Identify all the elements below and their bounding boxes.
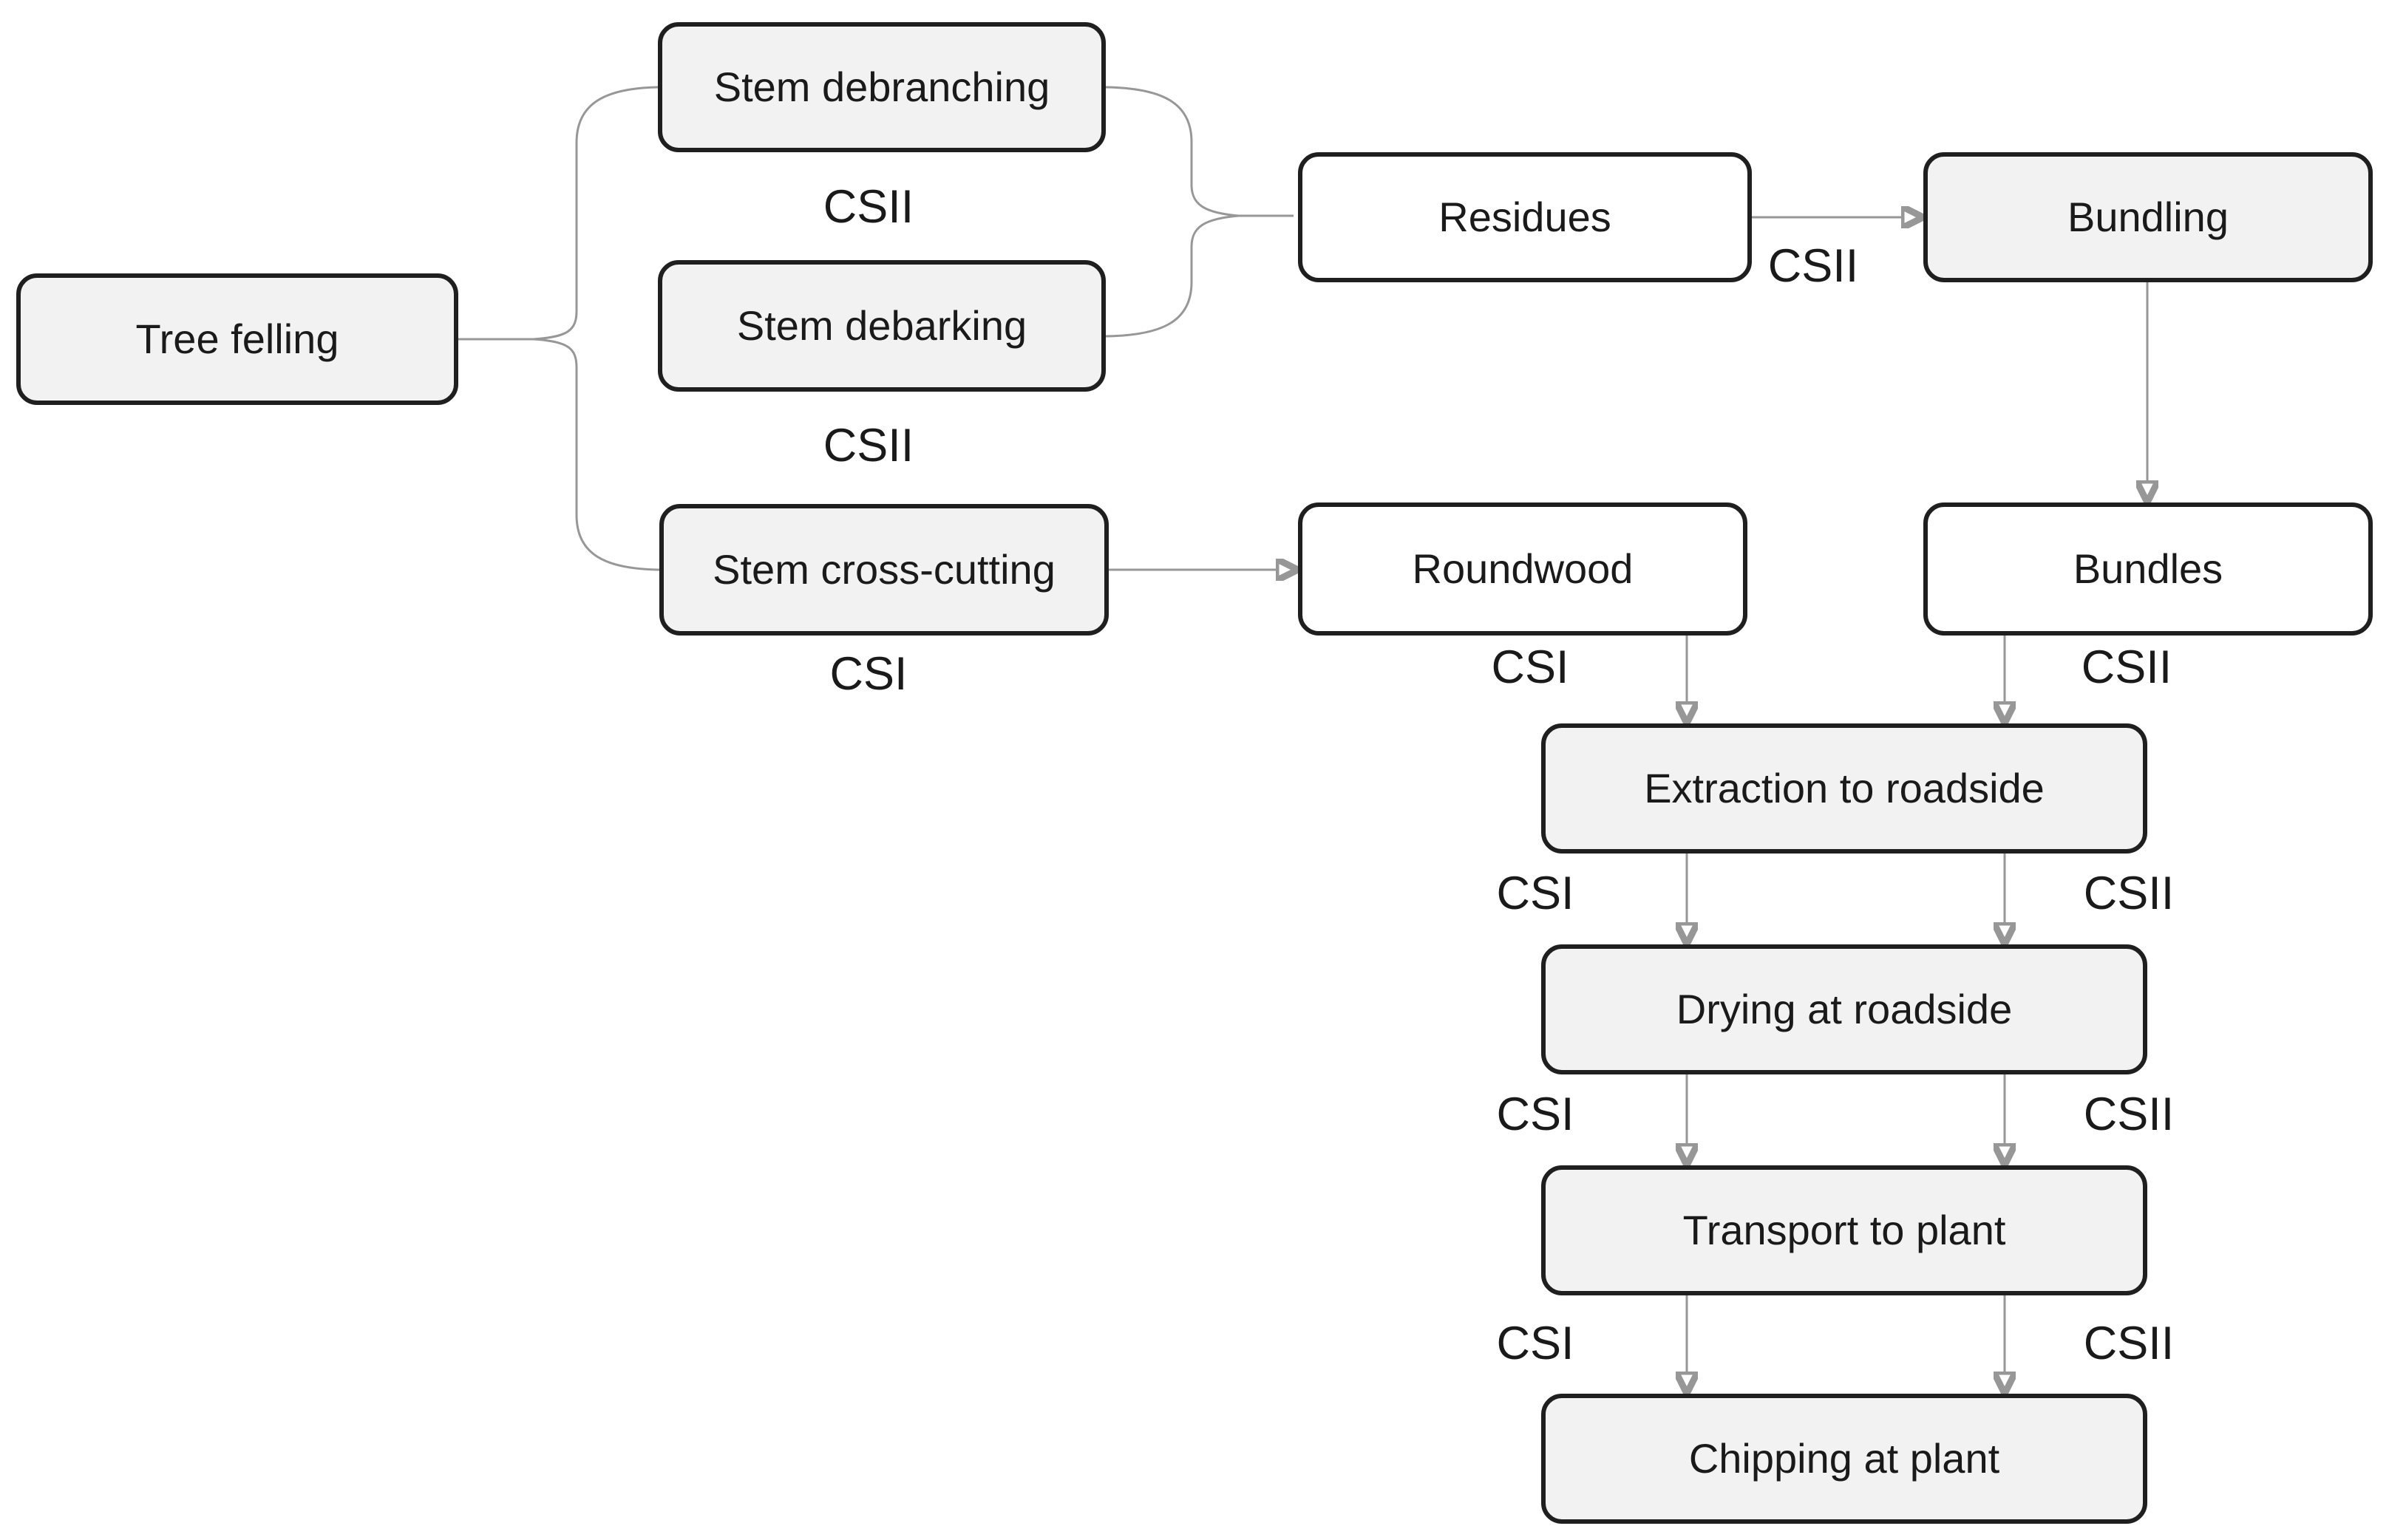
connector-debarking-to-residues-merge bbox=[1105, 214, 1240, 338]
label-transport-to-chipping-right: CSII bbox=[2083, 1318, 2175, 1369]
label-extraction-to-drying-right: CSII bbox=[2083, 868, 2175, 919]
node-residues-label: Residues bbox=[1438, 193, 1611, 240]
node-transport-to-plant: Transport to plant bbox=[1541, 1165, 2147, 1295]
node-tree-felling-label: Tree felling bbox=[135, 315, 339, 362]
label-below-stem-cross-cutting: CSI bbox=[829, 648, 908, 700]
node-stem-cross-cutting-label: Stem cross-cutting bbox=[713, 545, 1056, 593]
node-bundles-label: Bundles bbox=[2073, 545, 2223, 592]
node-stem-cross-cutting: Stem cross-cutting bbox=[659, 504, 1109, 636]
label-drying-to-transport-left: CSI bbox=[1496, 1088, 1574, 1140]
node-drying-at-roadside-label: Drying at roadside bbox=[1676, 985, 2013, 1032]
label-below-roundwood: CSI bbox=[1491, 641, 1569, 693]
label-below-stem-debarking: CSII bbox=[823, 420, 914, 471]
node-chipping-at-plant-label: Chipping at plant bbox=[1688, 1434, 2000, 1482]
connector-debranching-to-residues-merge bbox=[1105, 86, 1294, 217]
label-below-stem-debranching: CSII bbox=[823, 181, 914, 233]
node-extraction-to-roadside: Extraction to roadside bbox=[1541, 723, 2147, 854]
node-transport-to-plant-label: Transport to plant bbox=[1682, 1206, 2006, 1253]
label-drying-to-transport-right: CSII bbox=[2083, 1088, 2175, 1140]
node-roundwood: Roundwood bbox=[1298, 502, 1747, 636]
node-bundling: Bundling bbox=[1923, 152, 2373, 282]
node-stem-debarking-label: Stem debarking bbox=[736, 301, 1027, 349]
label-transport-to-chipping-left: CSI bbox=[1496, 1318, 1574, 1369]
node-extraction-to-roadside-label: Extraction to roadside bbox=[1644, 764, 2045, 811]
node-stem-debranching-label: Stem debranching bbox=[713, 63, 1050, 110]
node-drying-at-roadside: Drying at roadside bbox=[1541, 944, 2147, 1074]
label-extraction-to-drying-left: CSI bbox=[1496, 868, 1574, 919]
node-residues: Residues bbox=[1298, 152, 1752, 282]
node-stem-debranching: Stem debranching bbox=[658, 22, 1106, 152]
node-bundles: Bundles bbox=[1923, 502, 2373, 636]
label-residues-to-bundling: CSII bbox=[1767, 240, 1859, 292]
node-roundwood-label: Roundwood bbox=[1412, 545, 1634, 592]
connector-tree-felling-brace bbox=[533, 86, 660, 571]
label-below-bundles: CSII bbox=[2081, 641, 2172, 693]
node-tree-felling: Tree felling bbox=[16, 273, 458, 405]
node-stem-debarking: Stem debarking bbox=[658, 260, 1106, 392]
node-chipping-at-plant: Chipping at plant bbox=[1541, 1394, 2147, 1524]
node-bundling-label: Bundling bbox=[2067, 193, 2229, 240]
